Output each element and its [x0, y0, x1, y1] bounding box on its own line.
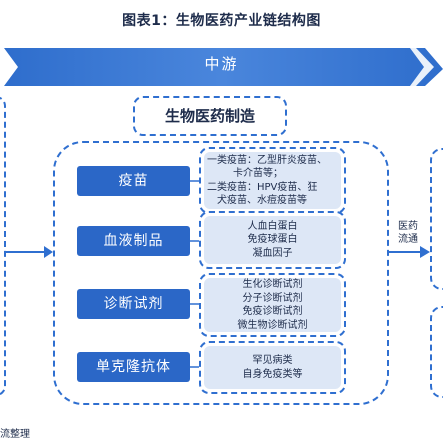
- outflow-arrowhead-icon: [420, 246, 430, 258]
- category-diagnostic-reagents: 诊断试剂: [77, 289, 190, 319]
- stage-label: 中游: [204, 55, 239, 73]
- banner-right-chevron-icon: [410, 48, 434, 86]
- flow-label-line: 流通: [398, 234, 418, 245]
- category-vaccine: 疫苗: [77, 166, 190, 196]
- detail-monoclonal-antibody: 罕见病类 自身免疫类等: [199, 341, 346, 394]
- detail-line: 免疫球蛋白: [247, 234, 298, 246]
- stage-banner: [0, 44, 443, 86]
- banner-left-chevron-icon: [0, 48, 18, 86]
- flow-label-line: 医药: [398, 221, 418, 232]
- detail-line: 罕见病类: [252, 355, 293, 366]
- detail-line: 分子诊断试剂: [242, 292, 303, 304]
- detail-line: 生化诊断试剂: [242, 279, 303, 290]
- detail-line: 二类疫苗：HPV疫苗、狂: [207, 181, 318, 193]
- downstream-stage-border-top: [430, 148, 443, 290]
- flow-label: 医药 流通: [393, 220, 423, 246]
- detail-vaccine: 一类疫苗：乙型肝炎疫苗、 卡介苗等； 二类疫苗：HPV疫苗、狂 犬疫苗、水痘疫苗…: [199, 147, 346, 214]
- category-monoclonal-antibody: 单克隆抗体: [77, 352, 190, 382]
- detail-diagnostic-reagents: 生化诊断试剂 分子诊断试剂 免疫诊断试剂 微生物诊断试剂: [199, 273, 346, 337]
- detail-blood-products: 人血白蛋白 免疫球蛋白 凝血因子: [199, 211, 346, 269]
- detail-line: 凝血因子: [252, 247, 293, 259]
- detail-line: 一类疫苗：乙型肝炎疫苗、: [207, 154, 327, 166]
- detail-line: 犬疫苗、水痘疫苗等: [217, 195, 307, 206]
- source-note: 流整理: [0, 429, 30, 440]
- category-blood-products: 血液制品: [77, 226, 190, 256]
- group-header: 生物医药制造: [133, 96, 287, 136]
- detail-line: 免疫诊断试剂: [242, 306, 303, 317]
- detail-line: 人血白蛋白: [247, 220, 298, 232]
- detail-line: 自身免疫类等: [242, 368, 303, 380]
- inflow-arrowhead-icon: [44, 246, 53, 258]
- detail-line: 微生物诊断试剂: [237, 319, 308, 331]
- downstream-stage-border-bottom: [430, 306, 443, 398]
- chart-title: 图表1：生物医药产业链结构图: [122, 13, 321, 29]
- detail-line: 卡介苗等；: [233, 168, 283, 179]
